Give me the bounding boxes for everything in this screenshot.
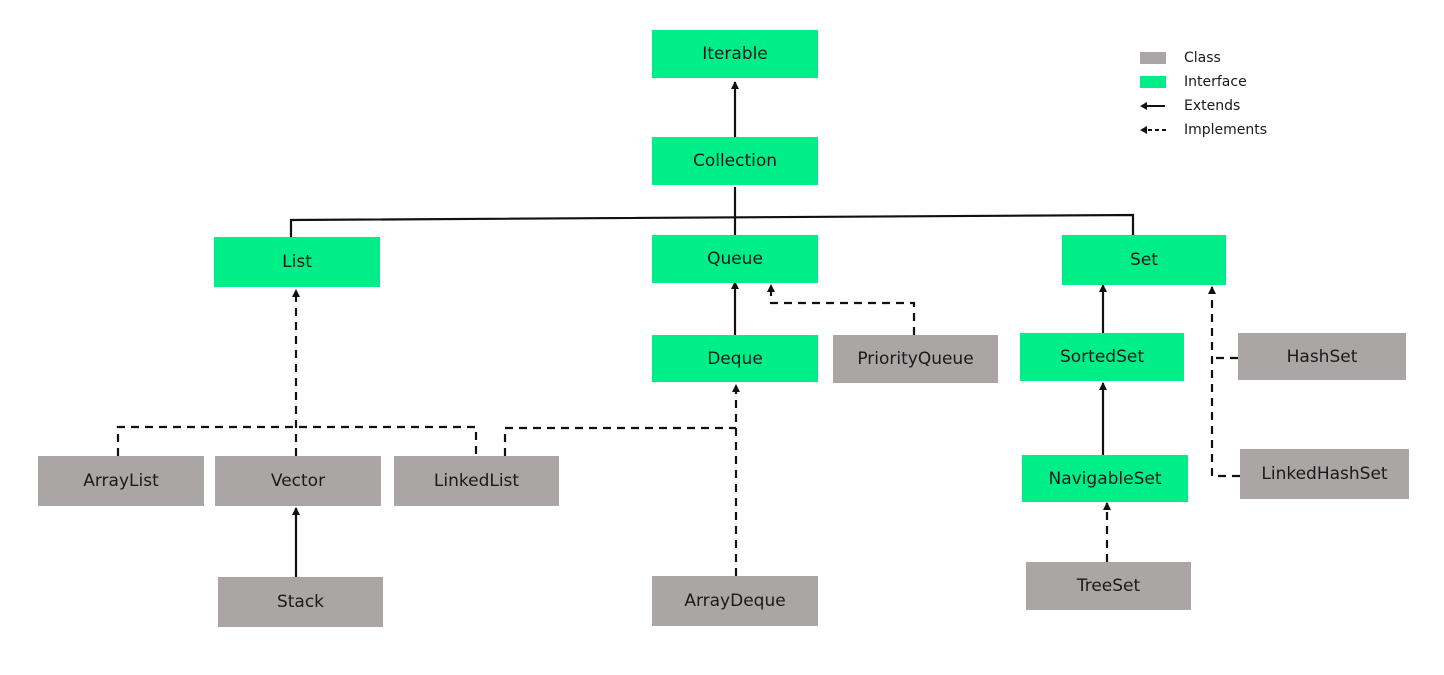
legend-item-implements: Implements: [1140, 118, 1267, 142]
node-set-label: Set: [1130, 250, 1158, 270]
node-queue: Queue: [652, 235, 818, 283]
node-hashset-label: HashSet: [1286, 346, 1358, 367]
node-deque: Deque: [652, 335, 818, 382]
edge-arraylist-linkedlist-to-list: [116, 425, 478, 456]
dashed-arrow-icon: [1140, 126, 1166, 134]
legend-item-class: Class: [1140, 46, 1267, 70]
node-queue-label: Queue: [707, 249, 763, 269]
node-linkedlist: LinkedList: [394, 456, 559, 506]
node-arraydeque: ArrayDeque: [652, 576, 818, 626]
node-iterable: Iterable: [652, 30, 818, 78]
node-vector-label: Vector: [270, 471, 326, 491]
node-vector: Vector: [215, 456, 381, 506]
node-sortedset-label: SortedSet: [1059, 347, 1144, 367]
node-stack-label: Stack: [276, 592, 325, 612]
node-navigableset-label: NavigableSet: [1048, 468, 1162, 489]
node-treeset: TreeSet: [1026, 562, 1191, 610]
node-hashset: HashSet: [1238, 333, 1406, 380]
legend-class-label: Class: [1184, 50, 1221, 66]
legend: Class Interface Extends Implements: [1140, 46, 1267, 142]
solid-arrow-icon: [1140, 102, 1165, 110]
edge-priorityqueue-implements-queue: [767, 284, 916, 335]
legend-item-interface: Interface: [1140, 70, 1267, 94]
legend-item-extends: Extends: [1140, 94, 1267, 118]
node-list: List: [214, 237, 380, 287]
edge-list-set-extends-collection: [289, 213, 1135, 237]
node-arraylist: ArrayList: [38, 456, 204, 506]
node-set: Set: [1062, 235, 1226, 285]
legend-interface-label: Interface: [1184, 74, 1247, 90]
node-collection: Collection: [652, 137, 818, 185]
node-arraylist-label: ArrayList: [83, 471, 159, 491]
node-linkedhashset-label: LinkedHashSet: [1261, 464, 1388, 484]
node-collection-label: Collection: [692, 151, 778, 171]
node-stack: Stack: [218, 577, 383, 627]
node-list-label: List: [282, 252, 312, 272]
node-linkedlist-label: LinkedList: [433, 471, 520, 491]
legend-extends-label: Extends: [1184, 98, 1241, 114]
node-navigableset: NavigableSet: [1022, 455, 1188, 502]
node-treeset-label: TreeSet: [1076, 576, 1141, 596]
edge-linkedlist-implements-deque: [503, 426, 736, 456]
node-iterable-label: Iterable: [702, 44, 768, 64]
node-linkedhashset: LinkedHashSet: [1240, 449, 1409, 499]
node-arraydeque-label: ArrayDeque: [684, 591, 786, 611]
legend-implements-label: Implements: [1184, 122, 1268, 138]
node-priorityqueue: PriorityQueue: [833, 335, 998, 383]
node-deque-label: Deque: [707, 348, 763, 369]
node-sortedset: SortedSet: [1020, 333, 1184, 381]
legend-interface-swatch: [1140, 76, 1166, 88]
node-priorityqueue-label: PriorityQueue: [857, 349, 974, 369]
legend-class-swatch: [1140, 52, 1166, 64]
